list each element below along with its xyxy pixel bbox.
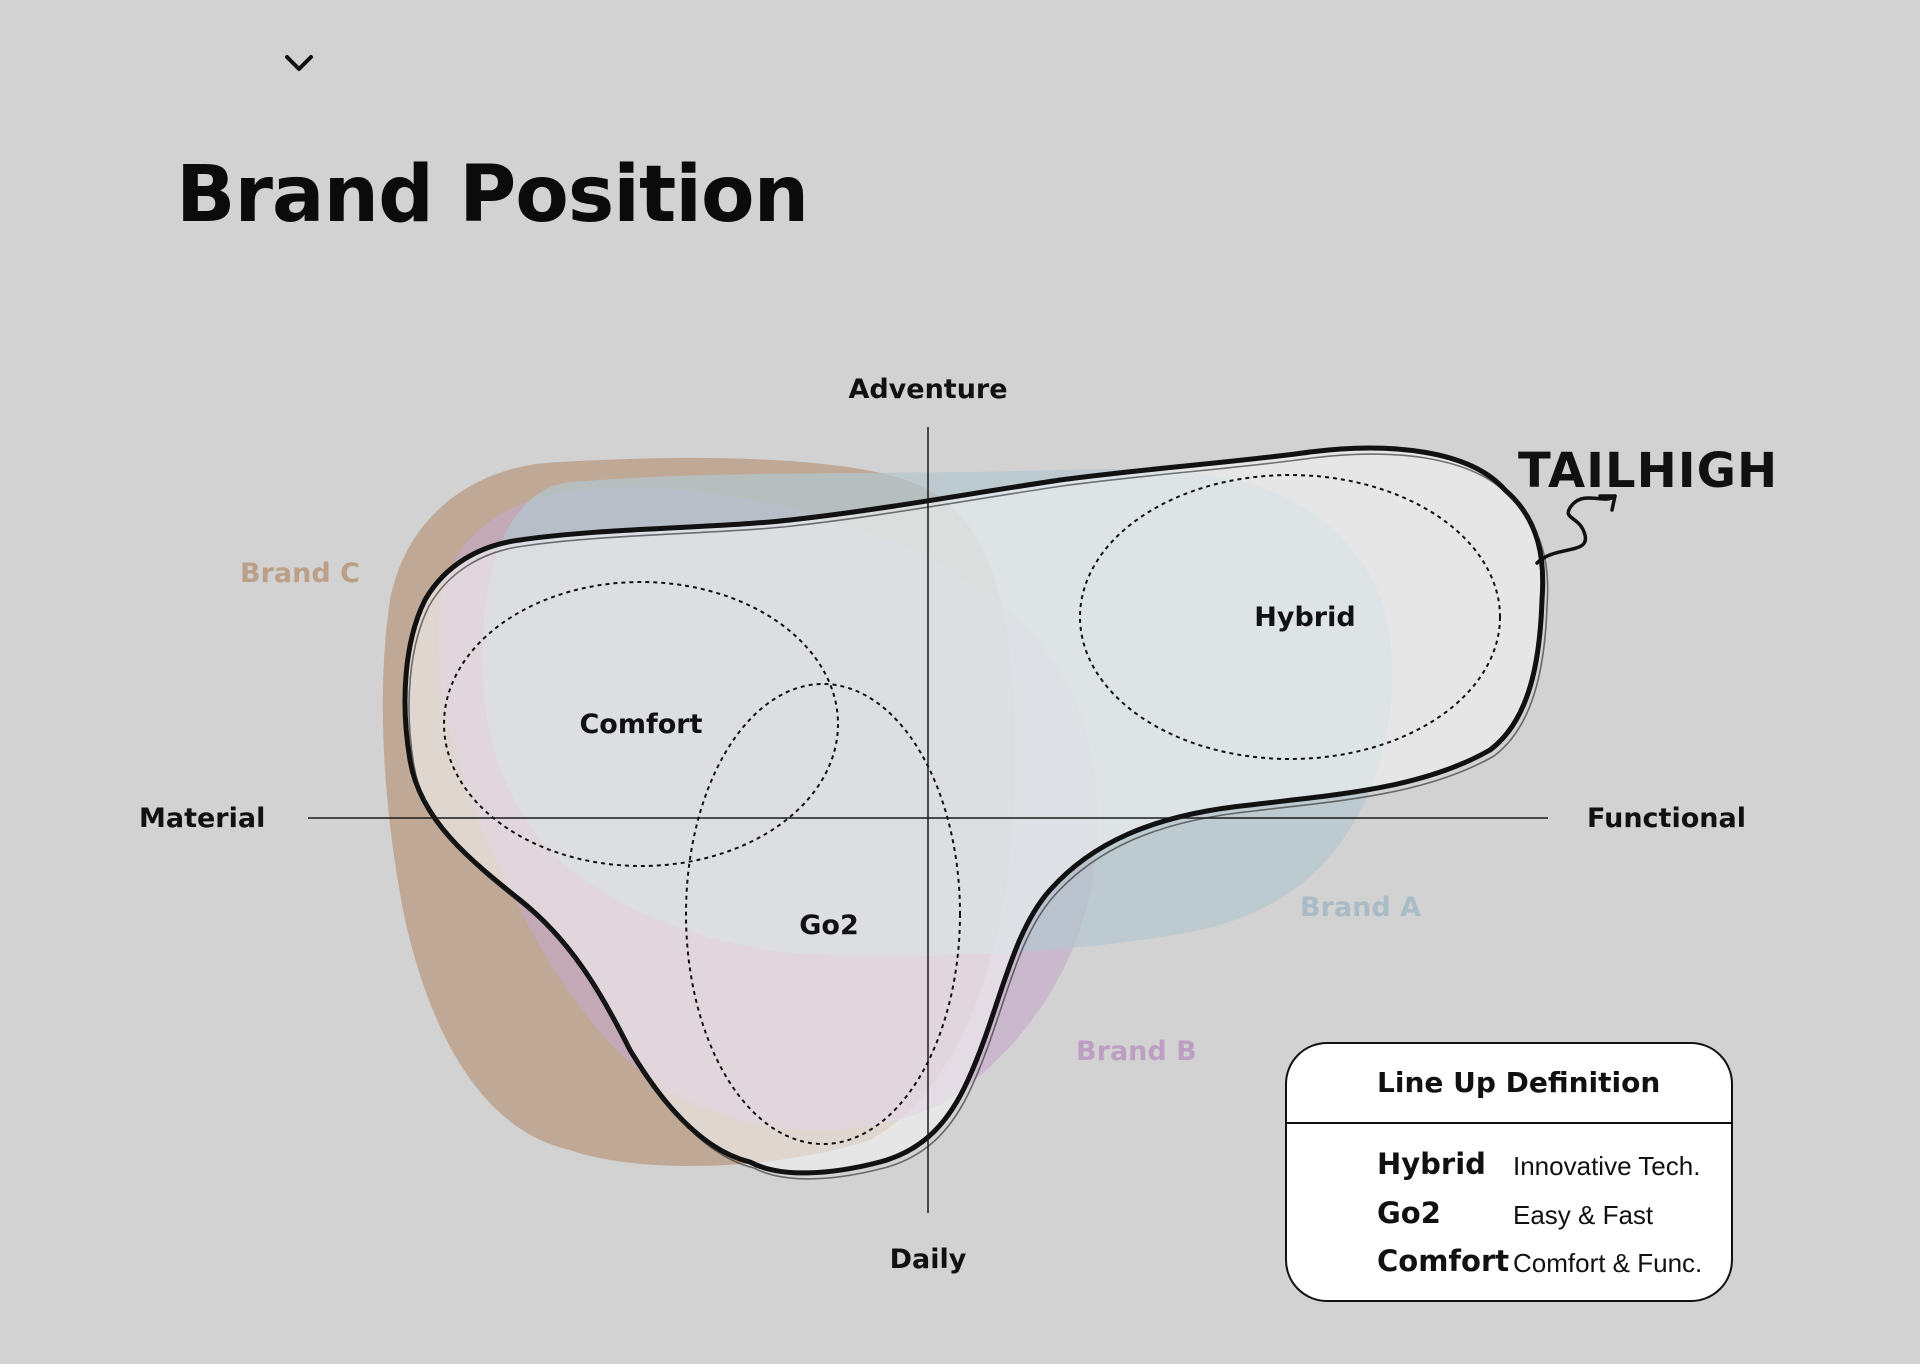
lineup-legend: Line Up Definition Hybrid Innovative Tec…	[1285, 1042, 1733, 1302]
brand-b-label: Brand B	[1076, 1036, 1197, 1067]
comfort-ellipse	[443, 581, 839, 867]
tailhigh-area	[402, 445, 1546, 1176]
axis-label-top: Adventure	[848, 374, 1007, 405]
legend-row-hybrid: Hybrid Innovative Tech.	[1377, 1147, 1717, 1191]
axis-label-left: Material	[139, 803, 265, 834]
legend-row-name: Comfort	[1377, 1244, 1510, 1278]
axis-label-bottom: Daily	[890, 1244, 967, 1275]
legend-row-comfort: Comfort Comfort & Func.	[1377, 1244, 1717, 1288]
tailhigh-logo: TAILHIGH	[1518, 443, 1778, 499]
legend-row-desc: Easy & Fast	[1513, 1200, 1654, 1230]
legend-row-desc: Innovative Tech.	[1513, 1151, 1701, 1181]
legend-row-name: Hybrid	[1377, 1147, 1486, 1181]
squiggle-arrow-icon	[1535, 494, 1617, 565]
legend-row-name: Go2	[1377, 1196, 1441, 1230]
lineup-label-hybrid: Hybrid	[1254, 602, 1355, 633]
go2-ellipse	[685, 683, 961, 1145]
legend-divider	[1287, 1122, 1731, 1124]
tailhigh-area-echo	[408, 453, 1549, 1180]
brand-c-label: Brand C	[240, 558, 360, 589]
hybrid-ellipse	[1079, 474, 1501, 760]
page-title: Brand Position	[176, 150, 809, 240]
chevron-down-icon[interactable]	[282, 52, 316, 74]
legend-row-desc: Comfort & Func.	[1513, 1248, 1703, 1278]
brand-a-label: Brand A	[1300, 892, 1421, 923]
lineup-label-comfort: Comfort	[579, 709, 702, 740]
legend-title: Line Up Definition	[1377, 1066, 1661, 1099]
lineup-label-go2: Go2	[799, 910, 859, 941]
legend-row-go2: Go2 Easy & Fast	[1377, 1196, 1717, 1240]
axis-label-right: Functional	[1587, 803, 1746, 834]
